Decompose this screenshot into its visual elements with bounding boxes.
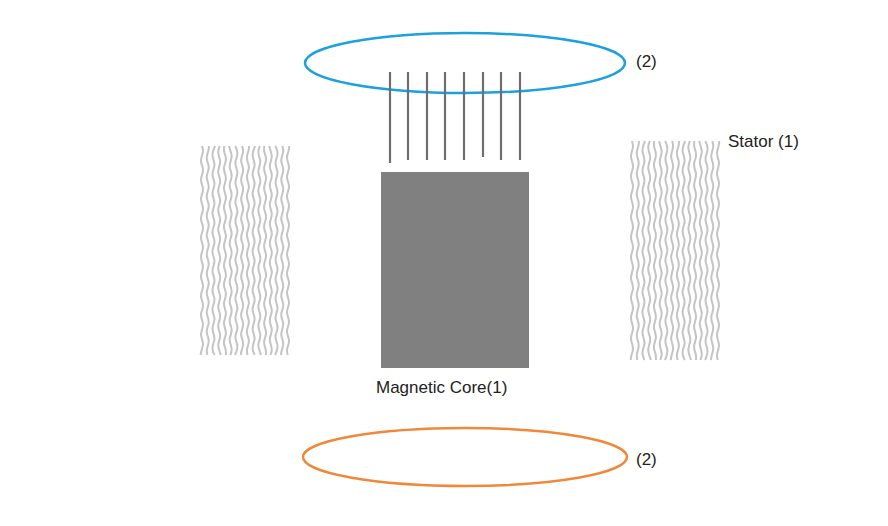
coil-winding — [648, 141, 651, 360]
coil-winding — [264, 146, 266, 355]
coil-winding — [258, 146, 261, 355]
callout-number: (2) — [636, 52, 657, 72]
coil-winding — [269, 146, 272, 355]
coil-winding — [665, 141, 667, 360]
callout-number: (2) — [636, 450, 657, 470]
coil-winding — [253, 146, 256, 355]
coil-winding — [235, 146, 237, 355]
coil-winding — [659, 141, 662, 360]
coil-winding — [699, 141, 702, 360]
coil-winding — [637, 141, 639, 360]
coil-winding — [281, 146, 283, 355]
coil-winding — [688, 141, 691, 360]
coil-winding — [705, 141, 707, 360]
part-label: Magnetic Core(1) — [376, 378, 507, 398]
coil-winding — [683, 141, 686, 360]
coil-winding — [207, 146, 209, 355]
bottom-ring — [303, 428, 627, 486]
coil-winding — [711, 141, 713, 360]
coil-winding — [671, 141, 673, 360]
coil-winding — [717, 141, 719, 360]
coil-winding — [275, 146, 277, 355]
coil-winding — [631, 141, 633, 360]
coil-winding — [642, 141, 645, 360]
coil-winding — [677, 141, 679, 360]
field-lines — [390, 72, 520, 163]
coil-winding — [247, 146, 249, 355]
coil-winding — [224, 146, 226, 355]
coil-winding — [654, 141, 656, 360]
coil-winding — [694, 141, 696, 360]
stator-coil — [201, 146, 290, 355]
coil-winding — [287, 146, 289, 355]
coil-winding — [218, 146, 221, 355]
coil-winding — [212, 146, 215, 355]
coil-winding — [201, 146, 203, 355]
coil-winding — [241, 146, 243, 355]
coil-winding — [229, 146, 232, 355]
magnetic-core — [381, 172, 529, 368]
part-label: Stator (1) — [728, 132, 799, 152]
stator-coil — [631, 141, 720, 360]
